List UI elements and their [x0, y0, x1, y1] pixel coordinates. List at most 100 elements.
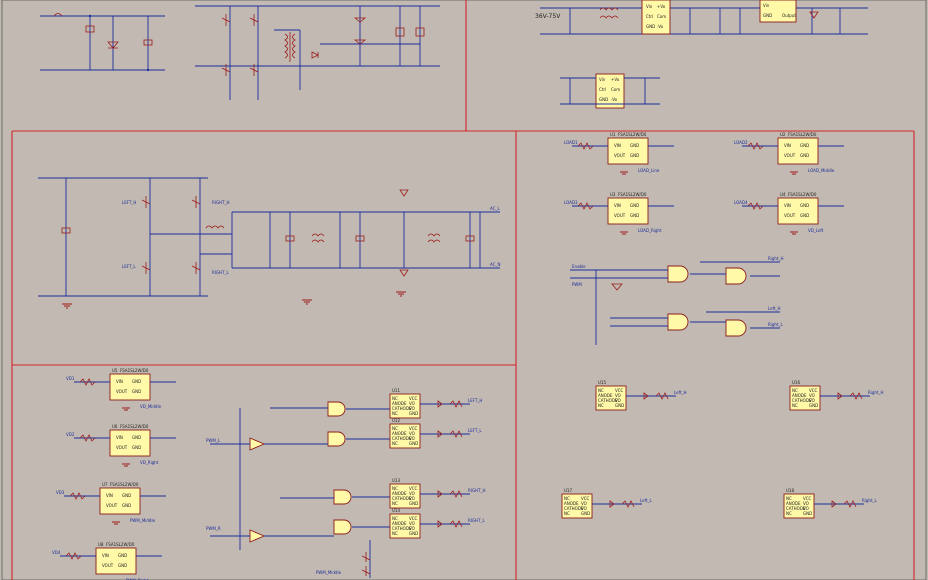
isolator-part: FSA1SL2W/D0 [618, 132, 647, 137]
resistor-icon [79, 434, 96, 442]
driver-pin: CATHODE [792, 398, 812, 403]
driver-pin: VCC [409, 396, 418, 401]
driver-pin: VCC [409, 516, 418, 521]
driver-pin: VO [409, 406, 415, 411]
isolator-pin: VIN [102, 553, 109, 558]
driver-pin: NC [392, 426, 398, 431]
driver-section: PWM_L PWM_R PWM_Middle [206, 401, 390, 578]
isolator-pin: GND [800, 213, 809, 218]
driver-ref: U17 [564, 488, 572, 493]
driver-pin: CATHODE [392, 436, 412, 441]
driver-pin: VO [615, 398, 621, 403]
net-pwm: PWM [572, 282, 582, 287]
isolator-pin: VIN [614, 143, 621, 148]
driver-pin: CATHODE [786, 506, 806, 511]
isolator-out-net: VD_Left [808, 228, 824, 233]
resistor-icon [65, 552, 82, 560]
isolator-pin: VIN [116, 379, 123, 384]
diode-icon [831, 500, 837, 508]
driver-pin: CATHODE [392, 496, 412, 501]
driver-pin: NC [792, 403, 798, 408]
net-right-h: RIGHT_H [212, 200, 230, 205]
driver-pin: VCC [803, 496, 812, 501]
isolator-pin: GND [132, 379, 141, 384]
driver-out-net: Right_H [868, 390, 884, 395]
driver-pin: NC [392, 486, 398, 491]
resistor-icon [69, 492, 86, 500]
net-right-l: RIGHT_L [212, 270, 230, 275]
driver-pin: VO [803, 501, 809, 506]
resistor-icon [449, 400, 463, 408]
isolator-out-net: PWM_Right [126, 578, 149, 580]
isolator-out-net: VD_Middle [140, 404, 162, 409]
driver-body [389, 423, 421, 449]
driver-pin: NC [598, 403, 604, 408]
driver-ref: U16 [792, 380, 800, 385]
u20-pin-gnd: GND [763, 13, 772, 18]
driver-pin: ANODE [392, 431, 407, 436]
isolator-body [95, 547, 137, 575]
u9-pin-vo-neg: -Vo [657, 24, 664, 29]
driver-pin: NC [598, 388, 604, 393]
driver-out-net: LEFT_L [468, 428, 482, 433]
driver-pin: CATHODE [598, 398, 618, 403]
driver-pin: VCC [581, 496, 590, 501]
driver-pin: NC [392, 531, 398, 536]
isolator-part: FSA1SL2W/D0 [788, 132, 817, 137]
driver-body [789, 385, 821, 411]
regulator-ic-u20 [759, 0, 797, 23]
driver-pin: CATHODE [564, 506, 584, 511]
driver-ref: U11 [392, 388, 400, 393]
driver-pin: NC [392, 441, 398, 446]
driver-pin: NC [786, 496, 792, 501]
isolator-in-net: LOAD1 [564, 140, 578, 145]
driver-pin: VO [409, 521, 415, 526]
driver-pin: VO [409, 491, 415, 496]
isolator-pin: GND [630, 213, 639, 218]
isolator-body [109, 373, 151, 401]
isolator-pin: GND [132, 389, 141, 394]
driver-out-net: Right_L [862, 498, 878, 503]
u9-pin-vin: Vin [646, 4, 653, 9]
isolator-pin: VOUT [614, 153, 626, 158]
isolator-body [607, 197, 649, 225]
isolator-pin: VOUT [614, 213, 626, 218]
driver-pin: GND [809, 403, 818, 408]
resistor-icon [577, 202, 594, 210]
isolator-pin: VIN [106, 493, 113, 498]
u9-pin-ctrl: Ctrl [646, 14, 653, 19]
net-right-h-out: Right_H [768, 256, 784, 261]
ground-icon [620, 171, 628, 175]
driver-pin: NC [392, 396, 398, 401]
isolator-pin: VIN [614, 203, 621, 208]
driver-pin: VO [809, 398, 815, 403]
input-range-label: 36V-75V [535, 13, 561, 20]
resistor-icon [79, 378, 96, 386]
driver-pin: VO [615, 393, 621, 398]
ground-icon [790, 171, 798, 175]
net-pwm-left: PWM_L [206, 438, 221, 443]
isolator-ref: U6 [112, 424, 118, 429]
u10-pin-gnd: GND [599, 97, 608, 102]
diode-icon [437, 490, 443, 498]
driver-pin: VO [409, 436, 415, 441]
u10-pin-vo-pos: +Vo [611, 77, 620, 82]
push-pull-section [195, 5, 440, 100]
isolator-in-net: LOAD4 [734, 200, 748, 205]
isolator-pin: VOUT [116, 445, 128, 450]
resistor-icon [849, 392, 863, 400]
driver-pin: NC [392, 411, 398, 416]
full-bridge-section: LEFT_H LEFT_L RIGHT_H RIGHT_L AC_L AC_N [38, 177, 500, 309]
driver-out-net: LEFT_H [468, 398, 482, 403]
isolator-pin: GND [118, 553, 127, 558]
driver-body [783, 493, 815, 519]
isolator-pin: GND [630, 153, 639, 158]
